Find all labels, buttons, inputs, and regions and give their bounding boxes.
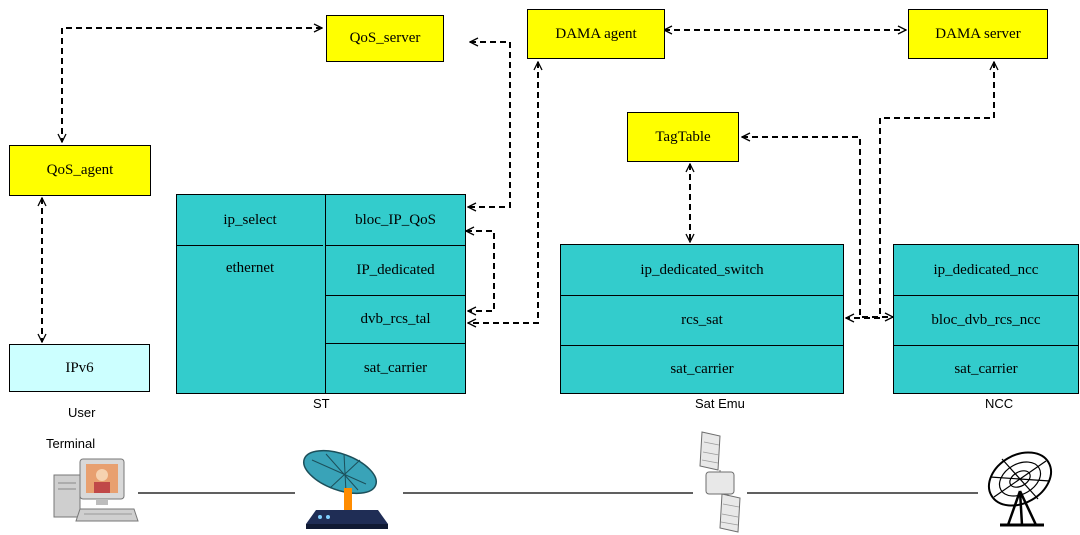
link-qosserver-blocipqos: [468, 42, 511, 207]
st-ip-dedicated: IP_dedicated: [326, 245, 465, 295]
st-ethernet: ethernet: [177, 245, 323, 293]
link-blocipqos-dvbrcstal: [466, 231, 495, 311]
dama-server-label: DAMA server: [935, 25, 1021, 42]
ncc-stack: ip_dedicated_ncc bloc_dvb_rcs_ncc sat_ca…: [893, 244, 1079, 394]
st-bloc-ip-qos: bloc_IP_QoS: [355, 211, 436, 228]
dama-agent-box: DAMA agent: [527, 9, 665, 59]
st-dvb-rcs-tal: dvb_rcs_tal: [326, 295, 465, 343]
st-stack: ip_select ethernet bloc_IP_QoS IP_dedica…: [176, 194, 466, 394]
satemu-rcs-sat: rcs_sat: [561, 295, 843, 345]
ipv6-box: IPv6: [9, 344, 150, 392]
st-divider: [325, 195, 326, 393]
ncc-sat-carrier: sat_carrier: [894, 345, 1078, 393]
user-caption: User: [68, 405, 96, 420]
ncc-bloc-dvb-rcs-ncc: bloc_dvb_rcs_ncc: [894, 295, 1078, 345]
computer-terminal-icon: [53, 458, 139, 522]
ncc-caption: NCC: [985, 396, 1014, 411]
st-caption: ST: [313, 396, 330, 411]
qos-server-label: QoS_server: [349, 30, 421, 46]
satemu-caption: Sat Emu: [695, 396, 745, 411]
link-damaserver-rcssat: [846, 62, 994, 318]
satellite-icon: [699, 431, 741, 533]
satemu-ip-dedicated-switch: ip_dedicated_switch: [640, 261, 764, 278]
ncc-ip-dedicated-ncc: ip_dedicated_ncc: [933, 261, 1039, 278]
ipv6-label: IPv6: [65, 359, 94, 376]
satemu-stack: ip_dedicated_switch rcs_sat sat_carrier: [560, 244, 844, 394]
tagtable-label: TagTable: [655, 128, 711, 145]
satemu-sat-carrier: sat_carrier: [561, 345, 843, 393]
terminal-caption: Terminal: [46, 436, 96, 451]
qos-agent-box: QoS_agent: [9, 145, 151, 196]
dama-agent-label: DAMA agent: [555, 25, 637, 42]
qos-agent-label: QoS_agent: [46, 162, 114, 178]
satellite-dish-modem-icon: [303, 449, 388, 529]
dama-server-box: DAMA server: [908, 9, 1048, 59]
tagtable-box: TagTable: [627, 112, 739, 162]
link-qosserver-qosagent: [62, 28, 322, 142]
st-sat-carrier: sat_carrier: [326, 343, 465, 393]
link-damaagent-dvbrcstal: [468, 62, 538, 323]
st-ip-select: ip_select: [223, 211, 277, 228]
ground-antenna-icon: [988, 451, 1052, 527]
qos-server-box: QoS_server: [326, 15, 444, 62]
